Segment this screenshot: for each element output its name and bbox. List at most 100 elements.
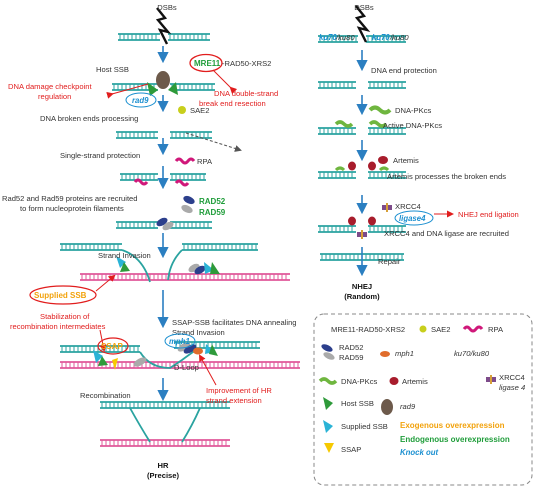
ku70-left: ku70 [319,33,337,42]
rad9-oval [125,92,157,108]
nhej-title: NHEJ [352,282,372,291]
supplied-ssb-label: Supplied SSB [34,291,87,300]
invasion-label: Strand Invasion [98,251,151,260]
nhej-proteins [334,5,392,239]
legend-ko-label: Knock out [400,448,439,457]
nhej-dna-step2 [318,81,406,89]
mre11-complex-shape [144,69,152,85]
legend-mph1-label: mph1 [395,349,414,358]
improvement-label-1: Improvement of HR [206,386,272,395]
ku80-left: /ku80 [335,33,355,42]
rpa-shape [174,157,196,165]
hr-dna-inv-right [182,243,258,251]
hr-proteins [93,7,256,370]
mre11-rest-label: -RAD50-XRS2 [222,59,271,68]
hr-invasion-strand [121,249,183,283]
nhej-dna-step4 [318,171,406,179]
mph1-label: mph1 [169,337,190,346]
checkpoint-label-2: regulation [38,92,71,101]
hr-dna-step2 [112,83,215,91]
nhej-dna-top [318,35,406,43]
ssap-note-2: Strand Invasion [172,328,225,337]
recruit-label-2: to form nucleoprotein filaments [20,204,124,213]
xrcc4-label: XRCC4 [395,202,421,211]
dnapkcs-label: DNA-PKcs [395,106,431,115]
host-ssb-label: Host SSB [96,65,129,74]
dsb-break-mark [155,7,172,45]
resection-label-1: DNA double-strand [214,89,278,98]
active-dnapkcs-label: Active DNA-PKcs [383,121,442,130]
recruit-label-1: Rad52 and Rad59 proteins are recruited [2,194,138,203]
artemis-label: Artemis [393,156,419,165]
recruited-label: XRCC4 and DNA ligase are recruited [384,229,509,238]
hr-dna-top [118,33,210,41]
ssap-note-1: SSAP-SSB facilitates DNA annealing [172,318,297,327]
legend-host-ssb-label: Host SSB [341,399,374,408]
nhej-dna-step3 [318,127,406,135]
improvement-label-2: strand extension [206,396,262,405]
hr-dna-inv-left [60,243,122,251]
nhej-subtitle: (Random) [344,292,380,301]
sae2-dot [178,106,186,114]
legend-rpa-label: RPA [488,325,504,334]
end-protection-label: DNA end protection [371,66,437,75]
legend-endo-label: Endogenous overexpression [400,435,510,444]
dnapkcs-shape [368,105,392,115]
nhej-dna-step5 [318,225,406,233]
supplied-ssb-oval [29,285,97,305]
mph1-oval [164,333,196,349]
legend-artemis-label: Artemis [402,377,428,386]
ku80-right: /ku80 [389,33,409,42]
ssap-label: SSAP [101,342,123,351]
hr-labels: DSBs Host SSB MRE11 -RAD50-XRS2 DNA dama… [2,3,297,480]
ligase4-label: ligase4 [399,214,426,223]
legend-supplied-ssb-label: Supplied SSB [341,422,388,431]
resection-label-2: break end resection [199,99,266,108]
mre11-label: MRE11 [194,59,221,68]
hr-dsbs-label: DSBs [157,3,177,12]
stabilization-label-2: recombination intermediates [10,322,106,331]
host-ssb-shape [147,82,158,96]
hr-dna-rec-top [100,401,230,409]
hr-dna-step4 [120,173,206,181]
rad9-label: rad9 [132,96,149,105]
nhej-dsb-break-mark [354,5,371,43]
nhej-labels: DSBs ku70 /ku80 ku70 /ku80 DNA end prote… [319,3,519,301]
legend-ssap-label: SSAP [341,445,361,454]
sae2-label: SAE2 [190,106,209,115]
hr-title: HR [158,461,169,470]
legend-sae2-label: SAE2 [431,325,450,334]
artemis-note: Artemis processes the broken ends [387,172,506,181]
rpa-label: RPA [197,157,213,166]
legend-exo-label: Exogenous overexpression [400,421,505,430]
rad59-label: RAD59 [199,208,226,217]
legend-rad9-label: rad9 [400,402,416,411]
legend-rad59-label: RAD59 [339,353,363,362]
artemis-shape [378,156,388,164]
ligase4-oval [394,210,434,226]
ssap-oval [97,337,129,355]
hr-dloop-strand [139,349,197,369]
ligation-label: NHEJ end ligation [458,210,519,219]
hr-holliday-strands [129,407,201,443]
hr-dna-rec-bottom [100,439,230,447]
nhej-dsbs-label: DSBs [354,3,374,12]
legend-dnapkcs-label: DNA-PKcs [341,377,377,386]
hr-dna-inv-donor [80,273,290,281]
recombination-label: Recombination [80,391,131,400]
hr-dna-step3 [116,131,212,139]
legend-mre-label: MRE11-RAD50-XRS2 [331,325,405,334]
rad9-shape [156,71,170,89]
legend-ligase4-label: ligase 4 [499,383,525,392]
hr-dna-step5 [116,221,212,229]
dloop-label: D-Loop [174,363,199,372]
mre11-oval [189,53,223,73]
hr-subtitle: (Precise) [147,471,180,480]
protection-label: Single-strand protection [60,151,140,160]
repair-label: Repair [378,257,401,266]
processing-label: DNA broken ends processing [40,114,138,123]
checkpoint-label-1: DNA damage checkpoint [8,82,92,91]
legend-box [313,313,533,486]
legend-xrcc4-label: XRCC4 [499,373,525,382]
